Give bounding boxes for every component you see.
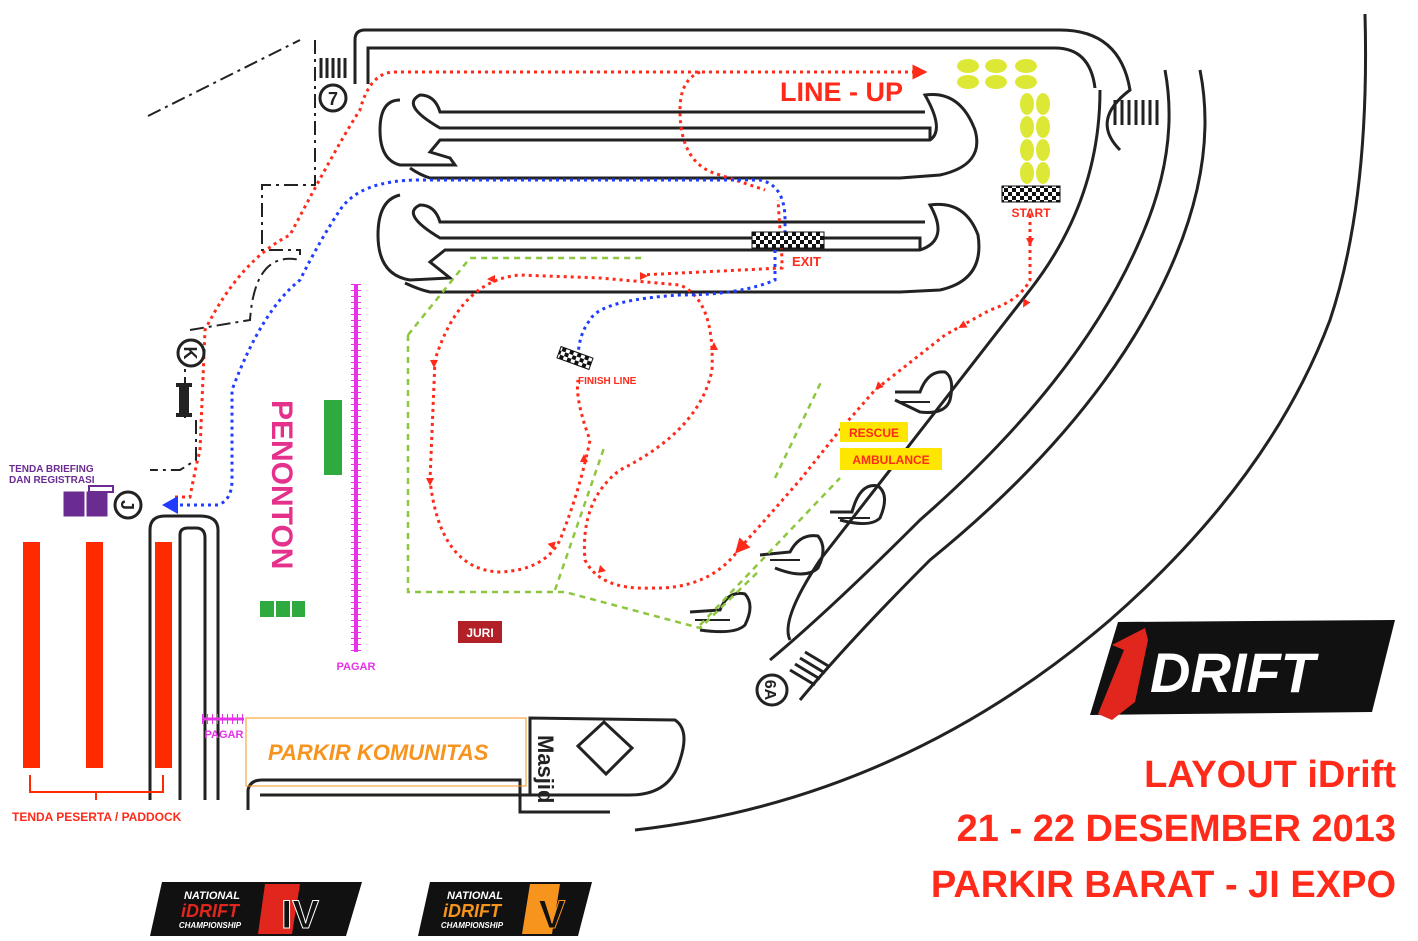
pagar-gate-label: PAGAR — [205, 729, 244, 741]
gate-6a: 6A — [755, 673, 789, 707]
svg-text:CHAMPIONSHIP: CHAMPIONSHIP — [179, 921, 242, 930]
exit-label: EXIT — [792, 254, 821, 269]
svg-text:IV: IV — [281, 893, 319, 937]
gate-j: J — [113, 490, 143, 520]
tenda-briefing-label-2: DAN REGISTRASI — [9, 475, 95, 486]
gate-7: 7 — [318, 83, 348, 113]
juri-box — [458, 621, 502, 643]
blue-arrow-head — [162, 496, 178, 514]
rescue-box — [840, 422, 908, 442]
svg-text:CHAMPIONSHIP: CHAMPIONSHIP — [441, 921, 504, 930]
tenda-green-vertical — [324, 400, 342, 475]
start-label: START — [1011, 206, 1051, 220]
juri-label: JURI — [466, 626, 493, 640]
masjid-label: Masjid — [533, 735, 558, 803]
paddock-bracket — [29, 775, 164, 800]
svg-text:iDRIFT: iDRIFT — [181, 901, 241, 921]
svg-text:NATIONAL: NATIONAL — [447, 890, 503, 902]
badge-round-5: NATIONAL iDRIFT CHAMPIONSHIP V — [418, 882, 592, 938]
idrift-logo: DRIFT — [1090, 620, 1395, 720]
svg-text:J: J — [117, 500, 137, 510]
zebra-crossings — [176, 58, 1159, 687]
tenda-green-horizontal — [260, 601, 305, 617]
svg-text:6A: 6A — [761, 680, 778, 701]
layout-title-line2: 21 - 22 DESEMBER 2013 — [956, 808, 1396, 850]
badge-round-4: NATIONAL iDRIFT CHAMPIONSHIP IV — [150, 882, 362, 938]
red-drift-route — [175, 64, 1032, 590]
svg-text:iDRIFT: iDRIFT — [443, 901, 503, 921]
start-flag — [1001, 185, 1061, 203]
idrift-logo-text: DRIFT — [1150, 641, 1320, 704]
gate-k: K — [176, 338, 206, 368]
finish-line-label: FINISH LINE — [578, 376, 637, 387]
layout-title-line3: PARKIR BARAT - JI EXPO — [930, 864, 1396, 906]
ambulance-box — [840, 448, 942, 470]
svg-text:NATIONAL: NATIONAL — [184, 890, 240, 902]
finish-flag — [556, 345, 594, 371]
layout-title-line1: LAYOUT iDrift — [1144, 754, 1396, 796]
paddock-tents — [23, 542, 172, 768]
tenda-briefing-roof — [88, 485, 114, 493]
exit-flag — [751, 231, 825, 249]
tenda-briefing-tents — [62, 490, 109, 518]
road-outlines — [147, 13, 1368, 832]
pagar-fence-label: PAGAR — [337, 661, 376, 673]
lineup-cars — [957, 59, 1050, 184]
penonton-label: PENONTON — [265, 400, 298, 569]
blue-return-route — [180, 178, 787, 507]
svg-text:7: 7 — [328, 89, 338, 109]
tenda-briefing-label-1: TENDA BRIEFING — [9, 464, 94, 475]
svg-text:K: K — [180, 347, 200, 360]
tenda-peserta-label: TENDA PESERTA / PADDOCK — [12, 810, 182, 824]
rescue-label: RESCUE — [849, 426, 899, 440]
route-arrows — [426, 238, 1034, 573]
green-boundary — [406, 256, 841, 630]
parkir-komunitas-label: PARKIR KOMUNITAS — [268, 740, 489, 765]
svg-text:V: V — [539, 893, 566, 937]
parkir-area — [245, 717, 527, 787]
ambulance-label: AMBULANCE — [852, 453, 929, 467]
line-up-label: LINE - UP — [780, 77, 903, 107]
